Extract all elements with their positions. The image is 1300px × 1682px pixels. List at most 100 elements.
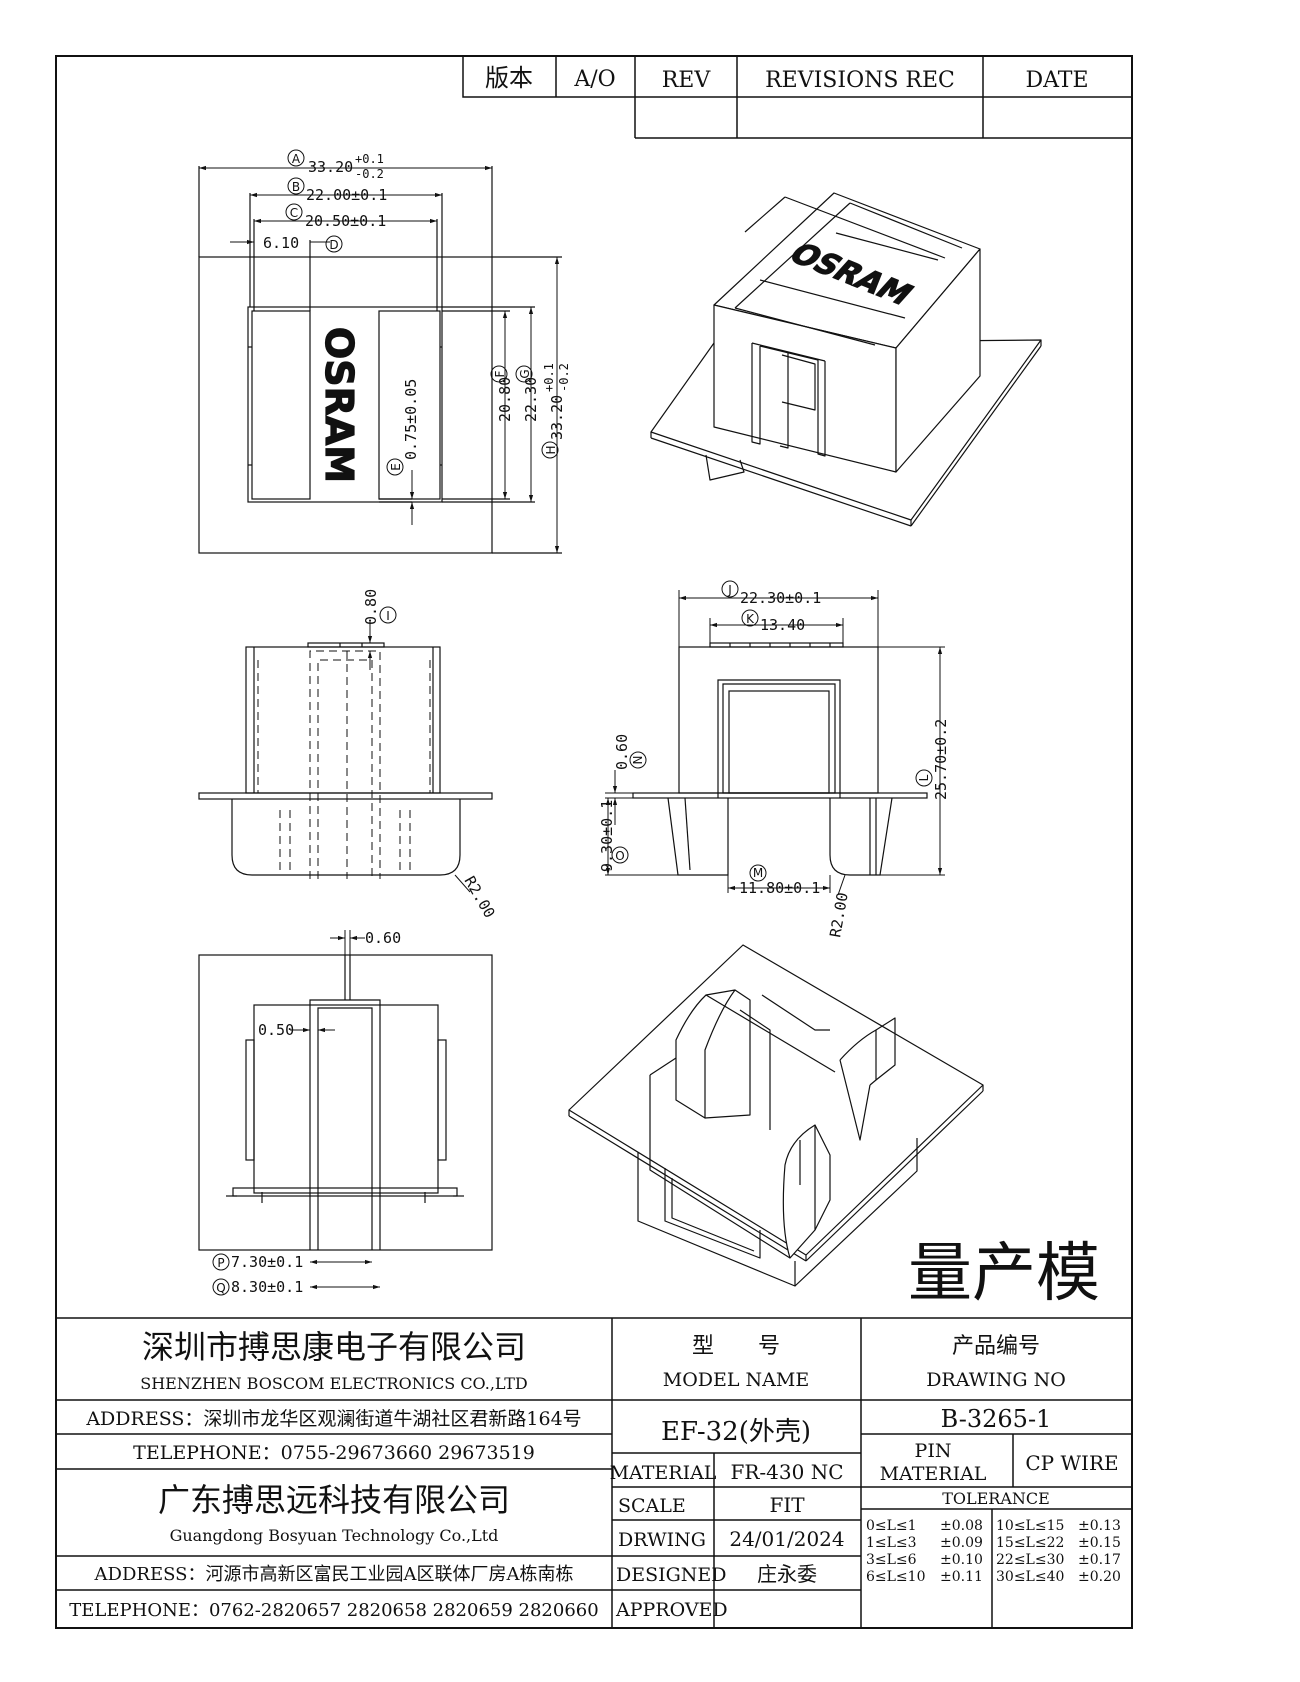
tolerance-range-7: 22≤L≤30: [996, 1552, 1064, 1568]
tolerance-value-4: ±0.11: [940, 1569, 983, 1585]
front-dim-m-value: 11.80±0.1: [739, 879, 820, 897]
iso-view-bottom: [568, 944, 984, 1287]
bottom-dim-inner-value: 0.50: [258, 1021, 294, 1039]
front-dim-j-label: J: [727, 583, 732, 597]
tolerance-value-6: ±0.15: [1078, 1535, 1121, 1551]
dim-c-value: 20.50±0.1: [305, 212, 386, 230]
revision-block: [462, 55, 1133, 139]
tolerance-label: TOLERANCE: [942, 1489, 1050, 1508]
scale-value: FIT: [769, 1493, 805, 1517]
company2-name-cn: 广东搏思远科技有限公司: [158, 1481, 510, 1519]
front-view: [632, 642, 928, 876]
dim-f-value: 20.80: [496, 377, 514, 422]
version-value: A/O: [573, 67, 615, 92]
company1-phone: TELEPHONE：0755-29673660 29673519: [133, 1442, 535, 1464]
title-block-grid: [56, 1317, 1132, 1628]
company2-name-en: Guangdong Bosyuan Technology Co.,Ltd: [170, 1526, 499, 1545]
model-label-en: MODEL NAME: [663, 1369, 809, 1391]
tolerance-range-8: 30≤L≤40: [996, 1569, 1064, 1585]
tolerance-range-3: 3≤L≤6: [866, 1552, 917, 1568]
front-dim-n-label: N: [631, 756, 645, 765]
front-dim-l-label: L: [917, 774, 931, 781]
tolerance-range-5: 10≤L≤15: [996, 1518, 1064, 1534]
front-dim-j-value: 22.30±0.1: [740, 589, 821, 607]
drawing-value: B-3265-1: [941, 1405, 1052, 1433]
company2-address: ADDRESS：河源市高新区富民工业园A区联体厂房A栋南栋: [94, 1564, 574, 1585]
dim-a-label: A: [292, 152, 301, 166]
dim-h-label: H: [544, 445, 558, 454]
side-dim-i-label: I: [386, 609, 390, 623]
tolerance-value-7: ±0.17: [1078, 1552, 1121, 1568]
bottom-dim-top-value: 0.60: [365, 929, 401, 947]
dim-b-label: B: [292, 180, 300, 194]
dim-f-label: F: [493, 370, 507, 377]
pin-material-label-1: PIN: [915, 1440, 952, 1462]
drawing-date-label: DRWING: [618, 1529, 706, 1551]
company2-phone: TELEPHONE：0762-2820657 2820658 2820659 2…: [69, 1600, 598, 1621]
material-label: MATERIAL: [610, 1462, 717, 1484]
tolerance-value-1: ±0.08: [940, 1518, 983, 1534]
side-radius-value: R2.00: [461, 873, 499, 921]
dim-h-tol-plus: +0.1: [542, 363, 556, 392]
dim-h-value: 33.20: [548, 395, 566, 440]
mass-production-stamp: 量产模: [908, 1237, 1100, 1311]
dim-c-label: C: [290, 206, 298, 220]
dim-g-value: 22.30: [522, 377, 540, 422]
tolerance-value-5: ±0.13: [1078, 1518, 1121, 1534]
model-label-cn: 型 号: [692, 1334, 780, 1359]
iso-view-top: [650, 192, 1042, 527]
dim-d-label: D: [329, 238, 338, 252]
bottom-view-dimension-lines: [212, 930, 380, 1296]
front-dim-l-value: 25.70±0.2: [932, 719, 950, 800]
dim-d-value: 6.10: [263, 234, 299, 252]
rev-label: REV: [662, 68, 712, 93]
scale-label: SCALE: [618, 1495, 686, 1517]
front-dim-o-value: 9.30±0.1: [598, 800, 616, 872]
bottom-dim-q-label: Q: [216, 1281, 225, 1295]
tolerance-range-2: 1≤L≤3: [866, 1535, 917, 1551]
approved-label: APPROVED: [615, 1599, 728, 1621]
top-view: [198, 166, 562, 554]
front-radius-value: R2.00: [826, 891, 852, 939]
front-dim-k-label: K: [746, 612, 755, 626]
tolerance-range-6: 15≤L≤22: [996, 1535, 1064, 1551]
pin-material-label-2: MATERIAL: [880, 1463, 987, 1485]
side-view-dimension-lines: [367, 606, 471, 893]
drawing-label-cn: 产品编号: [952, 1334, 1040, 1359]
company1-name-cn: 深圳市搏思康电子有限公司: [142, 1328, 526, 1366]
dim-a-value: 33.20: [308, 158, 353, 176]
front-dim-o-label: O: [615, 849, 624, 863]
model-value: EF-32(外壳): [661, 1417, 811, 1447]
company1-address: ADDRESS：深圳市龙华区观澜街道牛湖社区君新路164号: [85, 1408, 581, 1430]
company1-name-en: SHENZHEN BOSCOM ELECTRONICS CO.,LTD: [140, 1374, 527, 1393]
drawing-date-value: 24/01/2024: [729, 1527, 844, 1551]
dim-e-value: 0.75±0.05: [402, 379, 420, 460]
pin-material-value: CP WIRE: [1025, 1451, 1118, 1475]
dim-g-label: G: [518, 369, 532, 378]
tolerance-value-2: ±0.09: [940, 1535, 983, 1551]
front-dim-n-value: 0.60: [613, 734, 631, 770]
bottom-dim-p-label: P: [217, 1256, 224, 1270]
top-view-osram-logo: OSRAM: [317, 327, 361, 483]
side-dim-i-value: 0.80: [362, 589, 380, 625]
front-view-dimension-lines: [605, 580, 945, 896]
side-view-hidden-lines: [257, 650, 431, 879]
front-dim-k-value: 13.40: [760, 616, 805, 634]
designed-value: 庄永委: [757, 1562, 817, 1586]
bottom-dim-q-value: 8.30±0.1: [231, 1278, 303, 1296]
dim-e-label: E: [389, 463, 403, 471]
dim-b-value: 22.00±0.1: [306, 186, 387, 204]
tolerance-table: 0≤L≤1 ±0.08 1≤L≤3 ±0.09 3≤L≤6 ±0.10 6≤L≤…: [866, 1518, 1121, 1585]
drawing-label-en: DRAWING NO: [926, 1369, 1066, 1391]
tolerance-value-8: ±0.20: [1078, 1569, 1121, 1585]
dim-a-tol-minus: -0.2: [355, 167, 384, 181]
date-label: DATE: [1025, 68, 1088, 93]
dim-h-tol-minus: -0.2: [557, 363, 571, 392]
revisions-rec-label: REVISIONS REC: [765, 68, 955, 93]
top-view-dimension-lines: [199, 165, 560, 553]
tolerance-range-4: 6≤L≤10: [866, 1569, 925, 1585]
tolerance-range-1: 0≤L≤1: [866, 1518, 917, 1534]
top-view-callouts: [285, 149, 559, 476]
designed-label: DESIGNED: [616, 1564, 727, 1586]
